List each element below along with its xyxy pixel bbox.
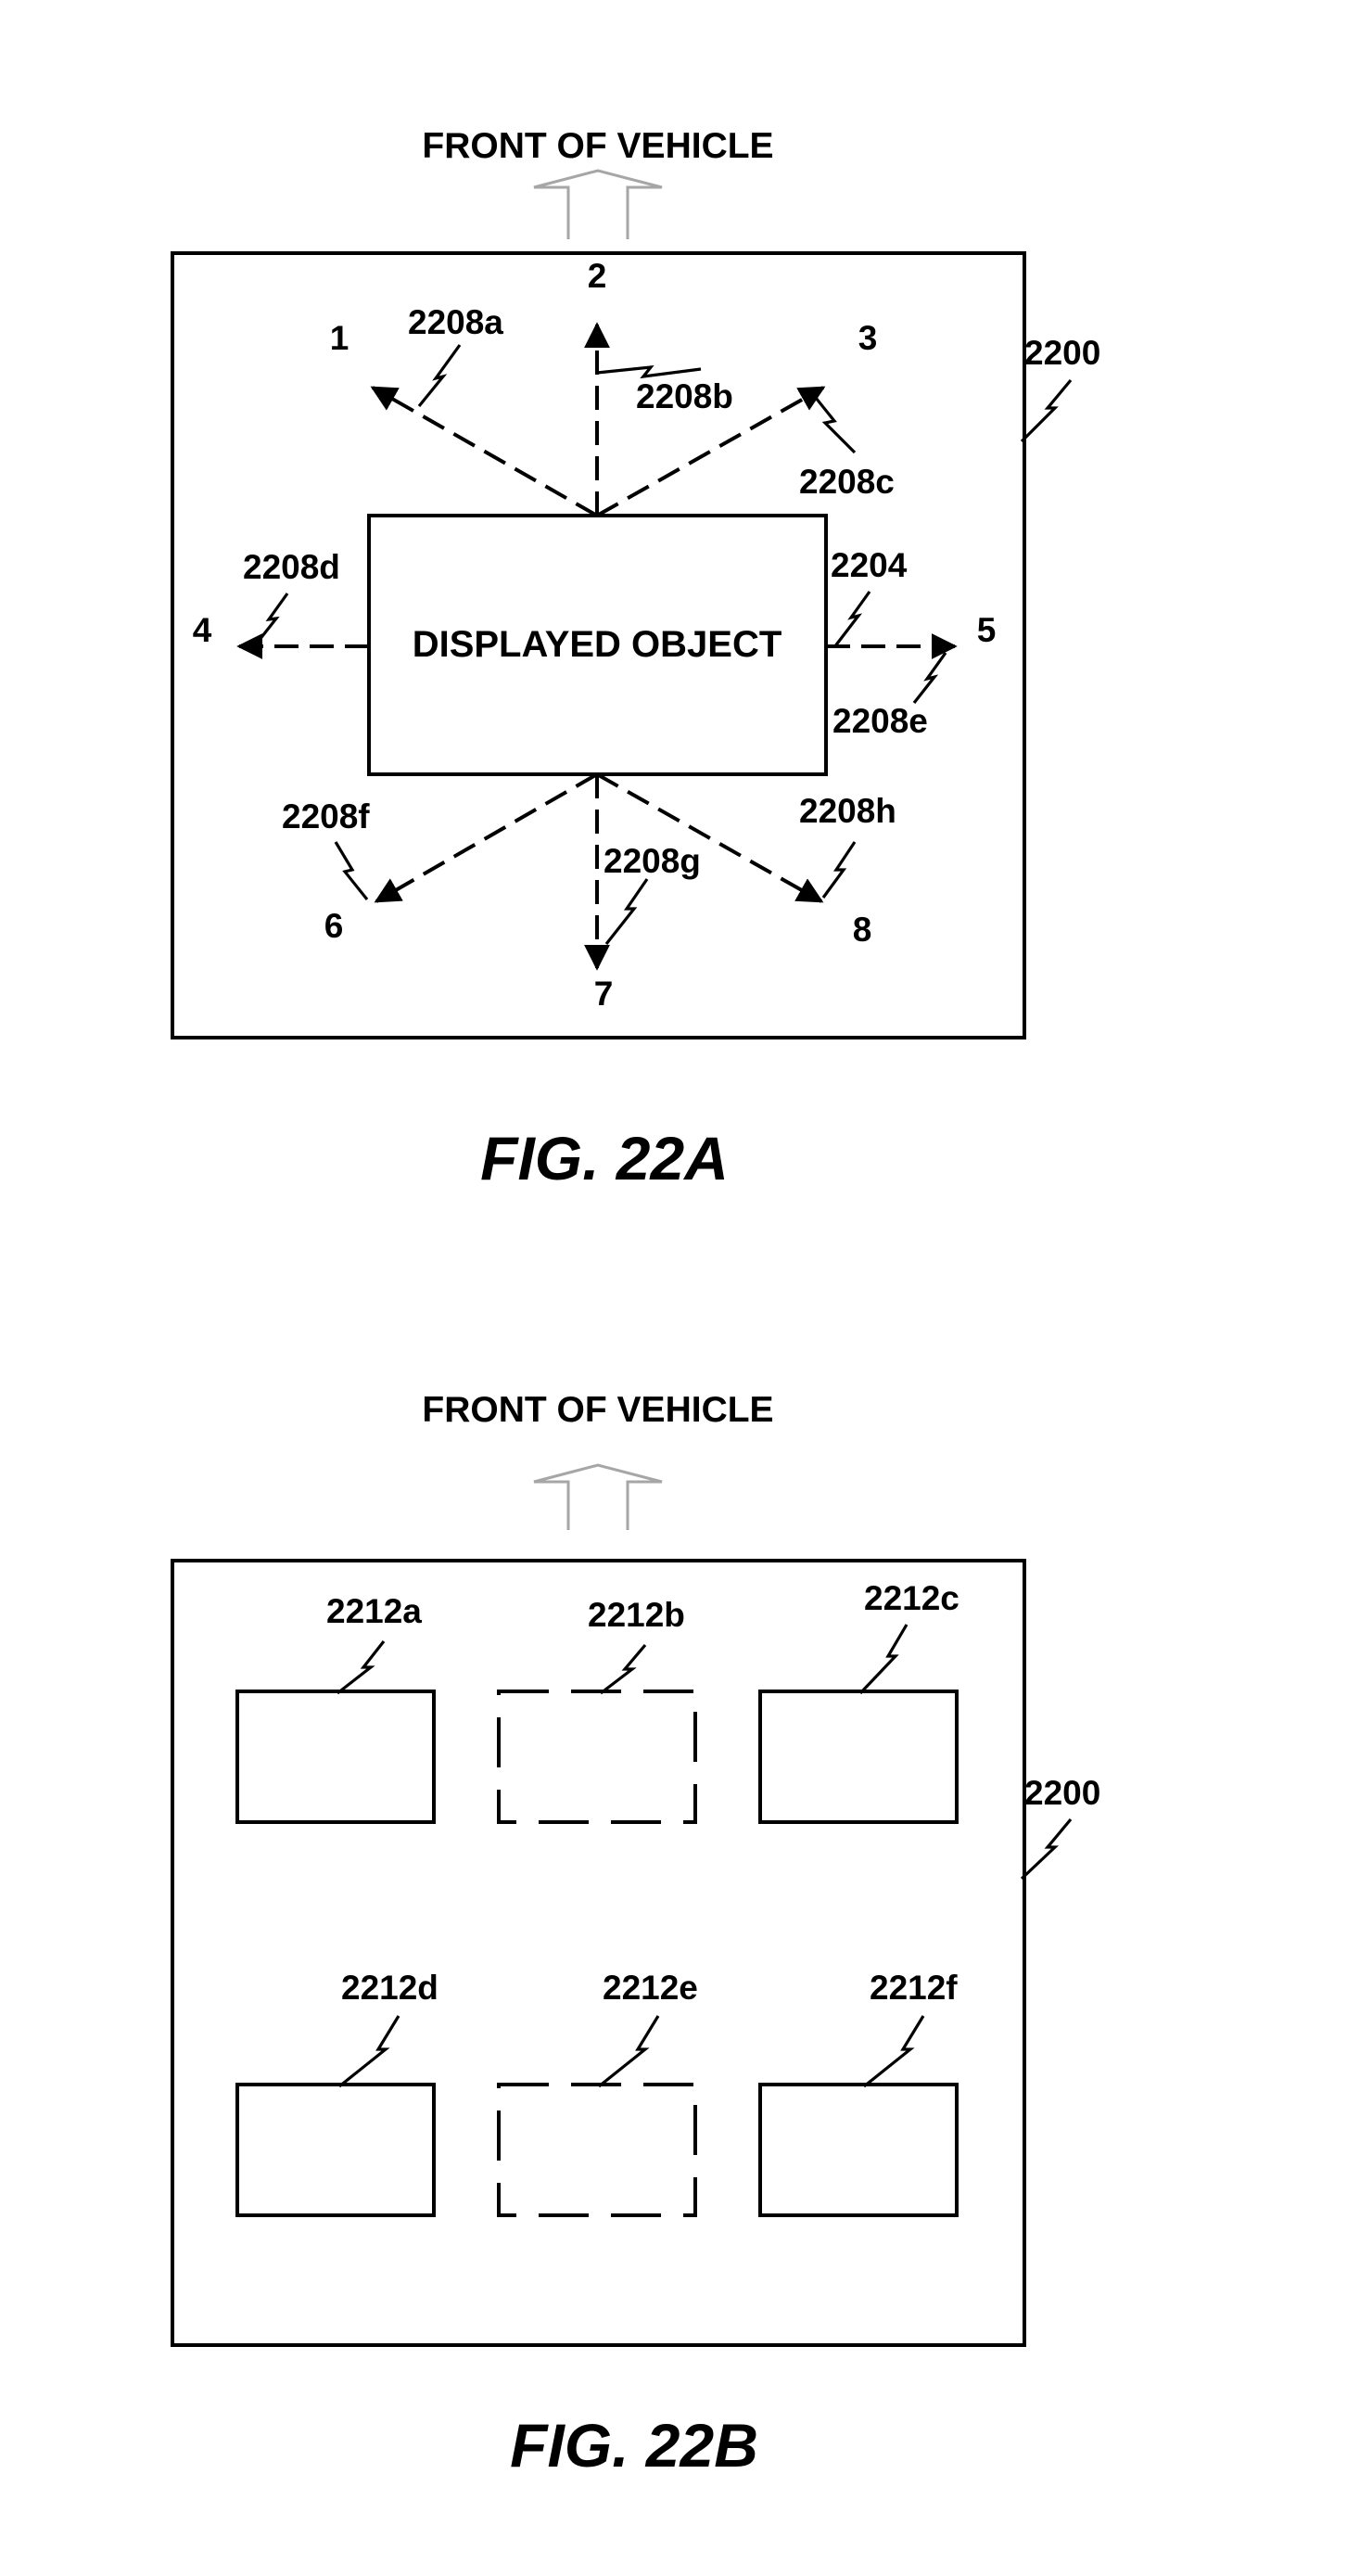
ref-2212f: 2212f	[870, 1969, 958, 2007]
direction-number-5: 5	[977, 611, 997, 649]
direction-number-8: 8	[853, 911, 872, 949]
ref-2208e: 2208e	[832, 702, 928, 740]
region-2212e	[499, 2085, 695, 2215]
lead-line-2200-b	[1022, 1819, 1071, 1879]
lead-line-2212a	[337, 1641, 384, 1693]
ref-2200-a: 2200	[1024, 334, 1100, 372]
figure-caption-22b: FIG. 22B	[510, 2411, 758, 2480]
lead-line-2212b	[601, 1645, 645, 1693]
region-2212d	[237, 2085, 434, 2215]
ref-2208h: 2208h	[799, 792, 896, 830]
region-2212c	[760, 1691, 957, 1822]
region-2212b	[499, 1691, 695, 1822]
lead-line-2212c	[860, 1625, 907, 1693]
lead-line-2208h	[823, 842, 855, 898]
direction-number-6: 6	[324, 907, 344, 945]
direction-number-3: 3	[858, 319, 878, 357]
ref-2208a: 2208a	[408, 303, 503, 341]
direction-number-2: 2	[588, 257, 607, 295]
ref-2212b: 2212b	[588, 1596, 685, 1634]
front-of-vehicle-label-b: FRONT OF VEHICLE	[422, 1390, 773, 1430]
ref-2208g: 2208g	[604, 842, 701, 880]
ref-2208d: 2208d	[243, 548, 340, 586]
lead-line-2208e	[914, 653, 946, 703]
lead-line-2212d	[339, 2016, 399, 2086]
figure-caption-22a: FIG. 22A	[480, 1124, 729, 1192]
ref-2200-b: 2200	[1024, 1774, 1100, 1812]
figure-22a: FRONT OF VEHICLE DISPLAYED OBJECT 1 2 3 …	[172, 126, 1100, 1192]
figure-22b: FRONT OF VEHICLE 2212a 2212b 2212c 2212d…	[172, 1390, 1100, 2480]
direction-number-7: 7	[594, 975, 614, 1013]
ref-2204: 2204	[831, 546, 908, 584]
ref-2208b: 2208b	[636, 377, 733, 415]
ref-2212c: 2212c	[864, 1579, 959, 1617]
front-arrow-b	[534, 1465, 662, 1530]
ref-2212d: 2212d	[341, 1969, 438, 2007]
lead-line-2208b	[597, 367, 701, 376]
lead-line-2212f	[864, 2016, 923, 2086]
direction-arrow-6	[376, 774, 597, 901]
direction-number-4: 4	[193, 611, 212, 649]
lead-line-2208d	[252, 593, 287, 649]
front-arrow-a	[534, 171, 662, 239]
direction-number-1: 1	[330, 319, 349, 357]
displayed-object-label: DISPLAYED OBJECT	[413, 624, 782, 665]
lead-line-2212e	[599, 2016, 658, 2086]
region-2212a	[237, 1691, 434, 1822]
ref-2212a: 2212a	[326, 1592, 422, 1630]
lead-line-2204	[834, 592, 870, 647]
lead-line-2208c	[812, 393, 855, 453]
lead-line-2208g	[606, 879, 647, 944]
direction-arrow-8	[597, 774, 821, 901]
lead-line-2200-a	[1022, 380, 1071, 441]
region-2212f	[760, 2085, 957, 2215]
direction-arrow-1	[373, 388, 597, 516]
lead-line-2208a	[419, 345, 460, 406]
front-of-vehicle-label-a: FRONT OF VEHICLE	[422, 126, 773, 166]
ref-2208f: 2208f	[282, 797, 370, 835]
ref-2208c: 2208c	[799, 463, 895, 501]
display-frame-b	[172, 1561, 1024, 2345]
lead-line-2208f	[336, 842, 367, 899]
ref-2212e: 2212e	[603, 1969, 698, 2007]
